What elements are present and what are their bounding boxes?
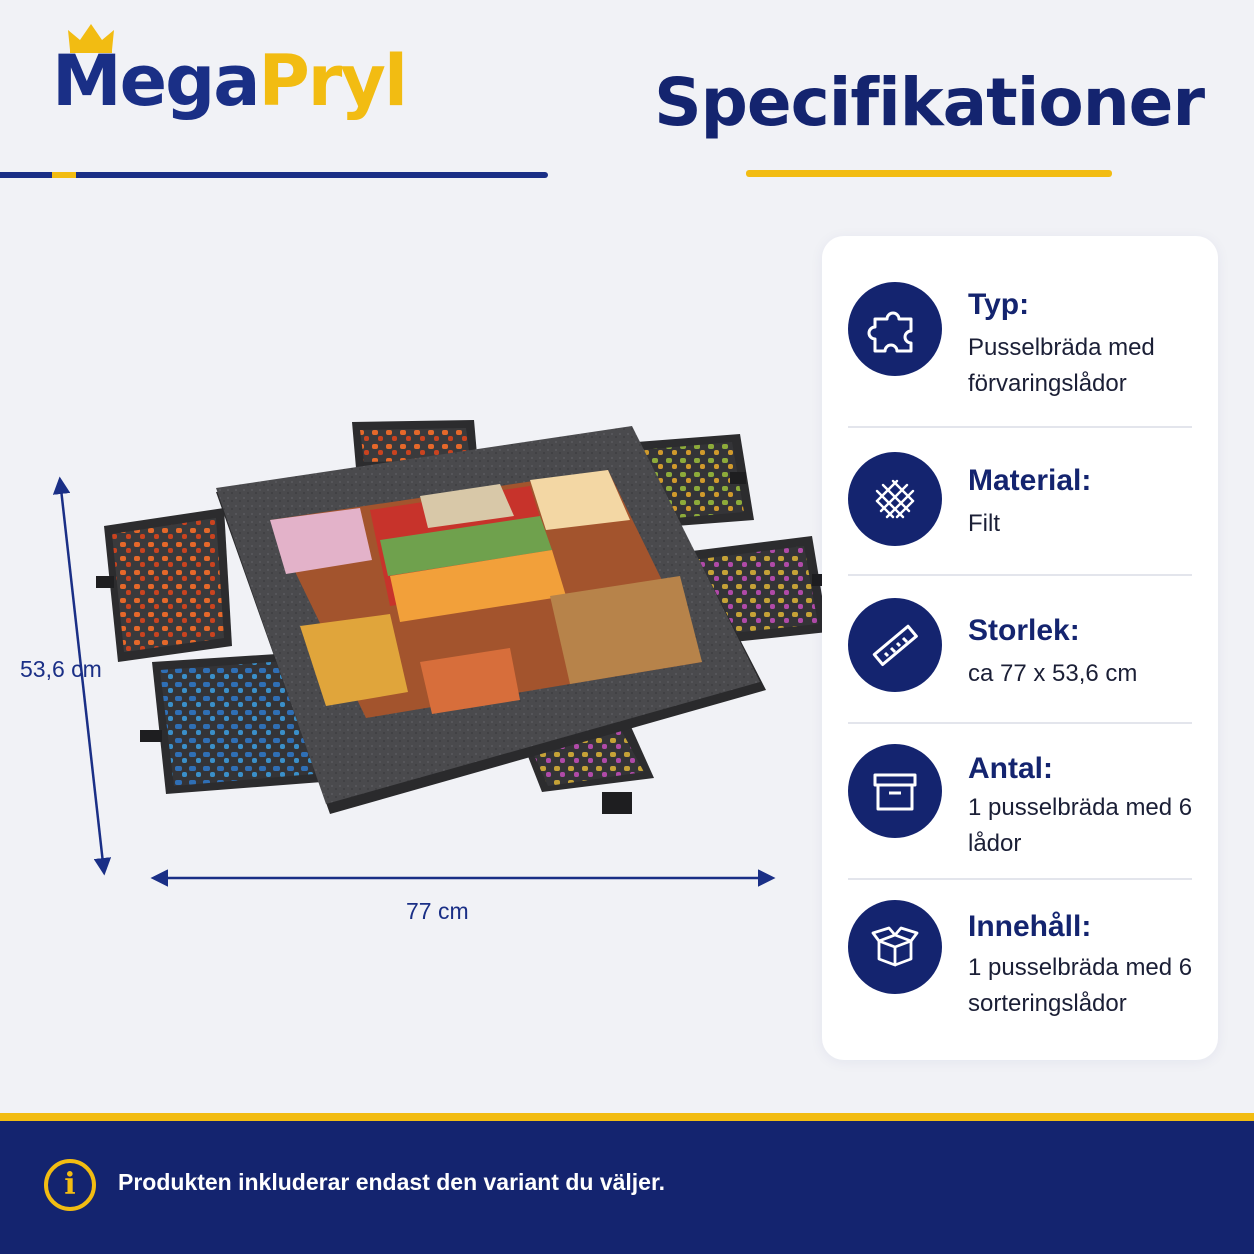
- spec-value-quantity: 1 pusselbräda med 6 lådor: [968, 794, 1193, 857]
- divider: [848, 426, 1192, 428]
- footer-accent-line: [0, 1113, 1254, 1121]
- spec-title-quantity: Antal:: [968, 752, 1053, 785]
- spec-title-type: Typ:: [968, 288, 1030, 321]
- divider: [848, 878, 1192, 880]
- spec-title-size: Storlek:: [968, 614, 1080, 647]
- brand-logo-part-1: Mega: [52, 40, 260, 122]
- title-underline: [746, 170, 1112, 177]
- spec-title-contents: Innehåll:: [968, 910, 1092, 943]
- spec-value-type: Pusselbräda med förvaringslådor: [968, 334, 1155, 397]
- spec-value-contents: 1 pusselbräda med 6 sorteringslådor: [968, 954, 1193, 1017]
- spec-value-material: Filt: [968, 510, 1000, 537]
- open-box-icon: [848, 900, 942, 994]
- footer-banner: i Produkten inkluderar endast den varian…: [0, 1121, 1254, 1254]
- ruler-icon: [848, 598, 942, 692]
- spec-value-size: ca 77 x 53,6 cm: [968, 660, 1138, 687]
- height-dimension-label: 53,6 cm: [20, 656, 102, 682]
- crown-icon: [68, 24, 114, 53]
- puzzle-board-image: [96, 420, 830, 814]
- brand-logo-part-2: Pryl: [258, 40, 407, 122]
- divider: [848, 722, 1192, 724]
- logo-underline-accent: [52, 172, 76, 178]
- logo-underline: [0, 172, 548, 178]
- puzzle-icon: [848, 282, 942, 376]
- drawer-left-lower: [140, 652, 322, 794]
- storage-box-icon: [848, 744, 942, 838]
- spec-title-material: Material:: [968, 464, 1092, 497]
- width-dimension-label: 77 cm: [406, 898, 469, 924]
- page-title: Specifikationer: [654, 64, 1205, 141]
- info-icon: i: [44, 1159, 96, 1211]
- drawer-left-upper: [96, 508, 232, 662]
- footer-disclaimer: Produkten inkluderar endast den variant …: [118, 1169, 666, 1195]
- puzzle-picture: [270, 470, 702, 718]
- specification-card: Typ: Pusselbräda med förvaringslådor Mat…: [822, 236, 1218, 1060]
- fabric-weave-icon: [848, 452, 942, 546]
- divider: [848, 574, 1192, 576]
- brand-logo: MegaPryl: [52, 46, 408, 116]
